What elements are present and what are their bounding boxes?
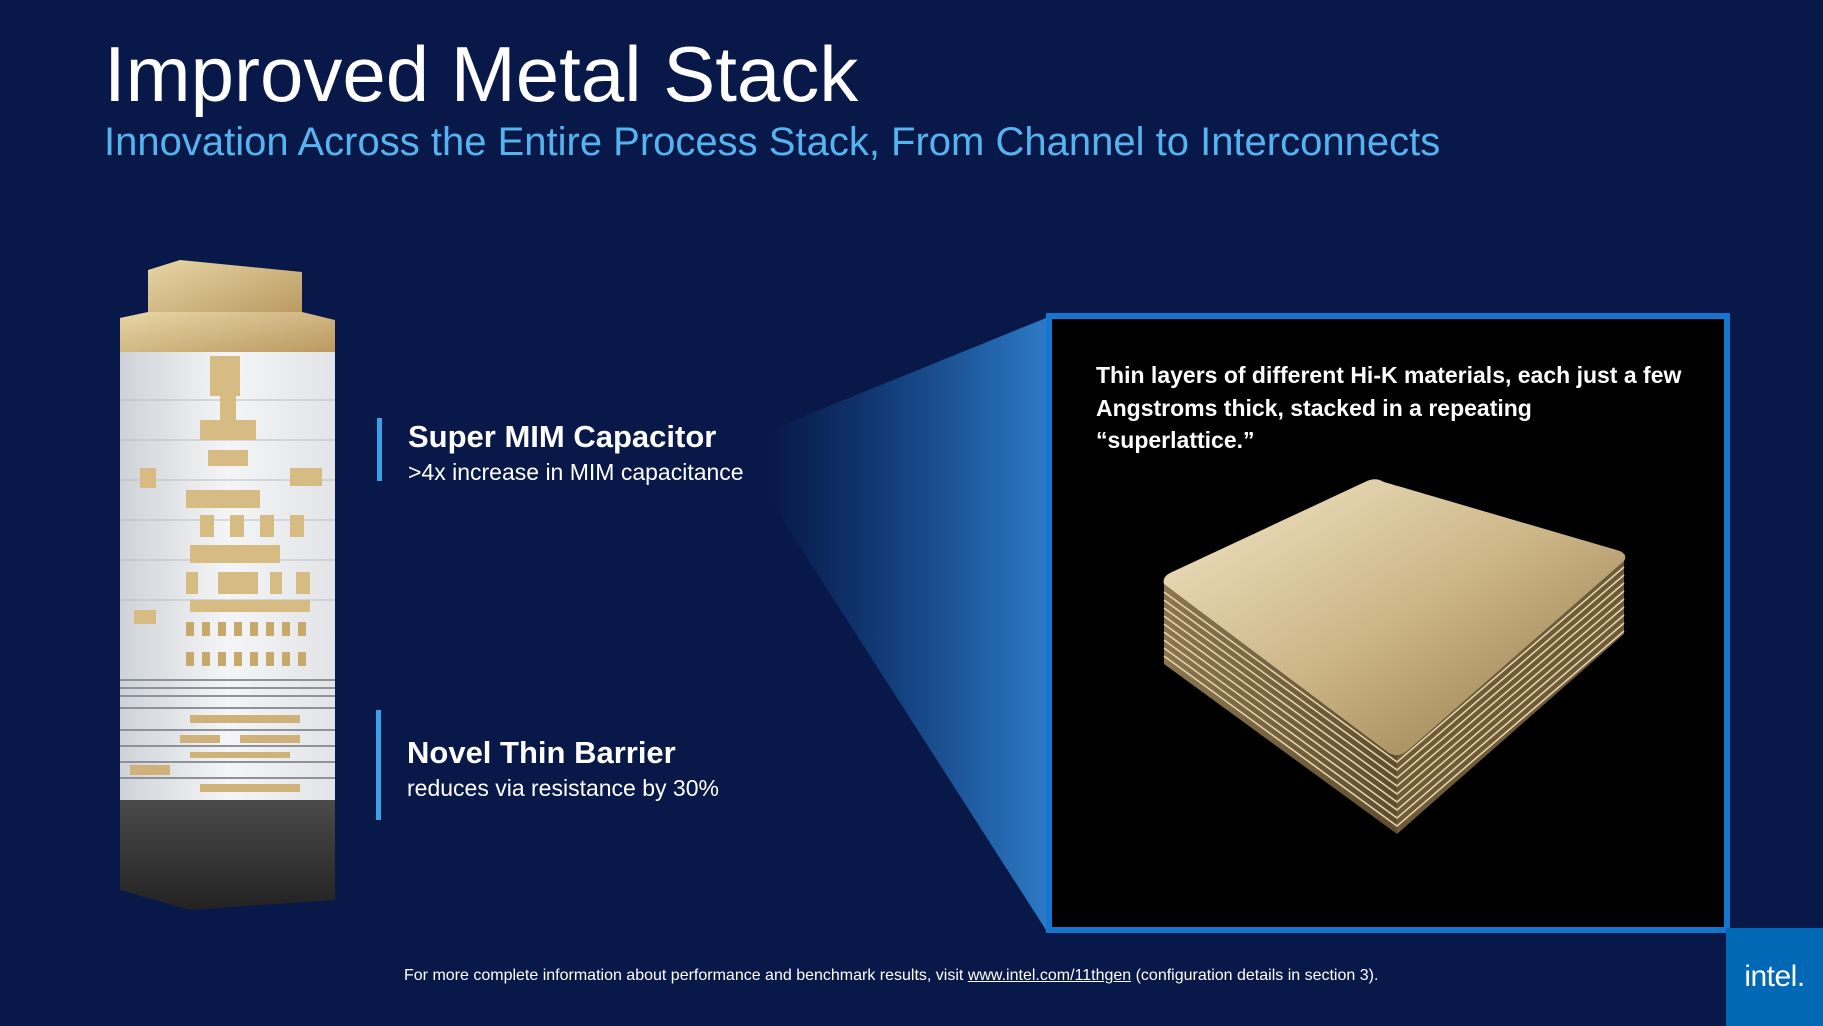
callout-detail: >4x increase in MIM capacitance: [408, 459, 744, 486]
footnote-text-end: (configuration details in section 3).: [1131, 967, 1379, 984]
metal-stack-illustration: [120, 260, 335, 910]
callout-detail: reduces via resistance by 30%: [407, 775, 719, 802]
footnote-link[interactable]: www.intel.com/11thgen: [967, 967, 1132, 984]
zoom-panel: Thin layers of different Hi-K materials,…: [1046, 313, 1730, 933]
callout-heading: Novel Thin Barrier: [407, 735, 676, 770]
capacitor-superlattice-illustration: [1163, 479, 1626, 834]
slide-title: Improved Metal Stack: [104, 30, 859, 118]
callout-super-mim: Super MIM Capacitor >4x increase in MIM …: [377, 418, 744, 485]
callout-thin-barrier: Novel Thin Barrier reduces via resistanc…: [376, 710, 719, 820]
footnote: For more complete information about perf…: [404, 967, 1378, 985]
zoom-description: Thin layers of different Hi-K materials,…: [1096, 362, 1682, 454]
callout-heading: Super MIM Capacitor: [408, 419, 717, 454]
intel-logo-text: intel.: [1744, 960, 1805, 993]
intel-logo: intel.: [1726, 928, 1823, 1026]
slide-subtitle: Innovation Across the Entire Process Sta…: [104, 120, 1441, 164]
footnote-text: For more complete information about perf…: [404, 967, 968, 984]
